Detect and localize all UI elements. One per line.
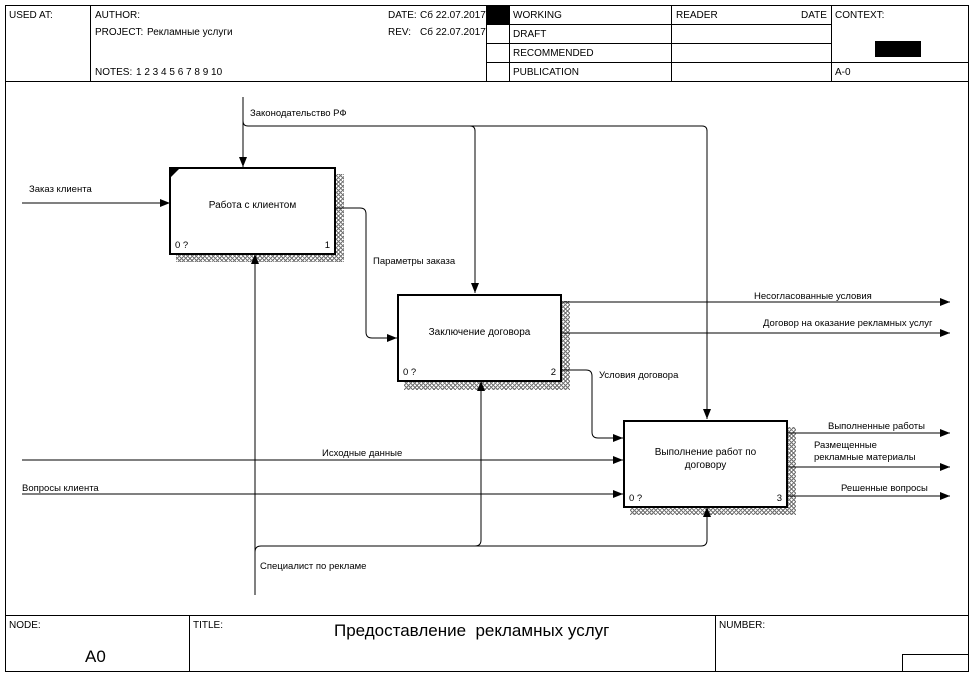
box1-cost: 0 ? bbox=[175, 240, 189, 251]
arrow-terms bbox=[561, 369, 623, 442]
label-questions: Вопросы клиента bbox=[22, 483, 99, 494]
node-label: NODE: bbox=[9, 620, 41, 631]
status-working: WORKING bbox=[513, 10, 562, 21]
label-params: Параметры заказа bbox=[373, 256, 456, 267]
rev-label: REV: bbox=[388, 27, 411, 38]
used-at-label: USED AT: bbox=[9, 10, 53, 21]
project-value: Рекламные услуги bbox=[147, 27, 233, 38]
label-source: Исходные данные bbox=[322, 448, 403, 459]
node-value: A0 bbox=[85, 647, 106, 666]
arrow-specialist-to-box3 bbox=[475, 507, 711, 547]
arrow-params bbox=[336, 207, 397, 342]
number-label: NUMBER: bbox=[719, 620, 766, 631]
label-solved: Решенные вопросы bbox=[841, 483, 928, 494]
activity-box-3[interactable]: Выполнение работ по договору 0 ? 3 bbox=[623, 420, 788, 508]
box2-name: Заключение договора bbox=[428, 327, 531, 338]
title-label: TITLE: bbox=[193, 620, 224, 631]
activity-box-2[interactable]: Заключение договора 0 ? 2 bbox=[397, 294, 562, 382]
notes-label: NOTES: bbox=[95, 67, 133, 78]
context-label: CONTEXT: bbox=[835, 10, 885, 21]
label-contract: Договор на оказание рекламных услуг bbox=[763, 318, 933, 329]
date-value: Сб 22.07.2017 bbox=[420, 10, 486, 21]
label-terms: Условия договора bbox=[599, 370, 679, 381]
notes-values: 1 2 3 4 5 6 7 8 9 10 bbox=[136, 67, 223, 78]
arrow-specialist-to-box2 bbox=[254, 381, 485, 553]
box3-number: 3 bbox=[776, 493, 782, 504]
rev-value: Сб 22.07.2017 bbox=[420, 27, 486, 38]
status-publication: PUBLICATION bbox=[513, 67, 579, 78]
working-status-marker bbox=[487, 6, 509, 24]
activity-box-1[interactable]: Работа с клиентом 0 ? 1 bbox=[169, 167, 336, 255]
label-placed: Размещенные рекламные материалы bbox=[814, 440, 916, 463]
context-node: A-0 bbox=[835, 67, 851, 78]
diagram-frame bbox=[5, 5, 969, 672]
box2-number: 2 bbox=[550, 367, 556, 378]
box1-number: 1 bbox=[324, 240, 330, 251]
reader-date-label: DATE bbox=[801, 10, 827, 21]
label-done-work: Выполненные работы bbox=[828, 421, 925, 432]
box3-cost: 0 ? bbox=[629, 493, 643, 504]
box1-corner-mark bbox=[171, 169, 179, 177]
arrow-law-to-box2 bbox=[242, 110, 479, 293]
label-order: Заказ клиента bbox=[29, 184, 92, 195]
label-law: Законодательство РФ bbox=[250, 108, 347, 119]
box2-cost: 0 ? bbox=[403, 367, 417, 378]
status-draft: DRAFT bbox=[513, 29, 547, 40]
label-specialist: Специалист по рекламе bbox=[260, 561, 367, 572]
arrow-law-to-box3 bbox=[470, 125, 711, 419]
project-label: PROJECT: bbox=[95, 27, 144, 38]
context-thumbnail bbox=[875, 41, 921, 57]
box3-name: Выполнение работ по договору bbox=[654, 447, 757, 471]
date-label: DATE: bbox=[388, 10, 417, 21]
box1-name: Работа с клиентом bbox=[208, 200, 297, 211]
diagram-title: Предоставление рекламных услуг bbox=[334, 621, 610, 640]
author-label: AUTHOR: bbox=[95, 10, 140, 21]
reader-label: READER bbox=[676, 10, 718, 21]
label-unagreed: Несогласованные условия bbox=[754, 291, 872, 302]
status-recommended: RECOMMENDED bbox=[513, 48, 594, 59]
